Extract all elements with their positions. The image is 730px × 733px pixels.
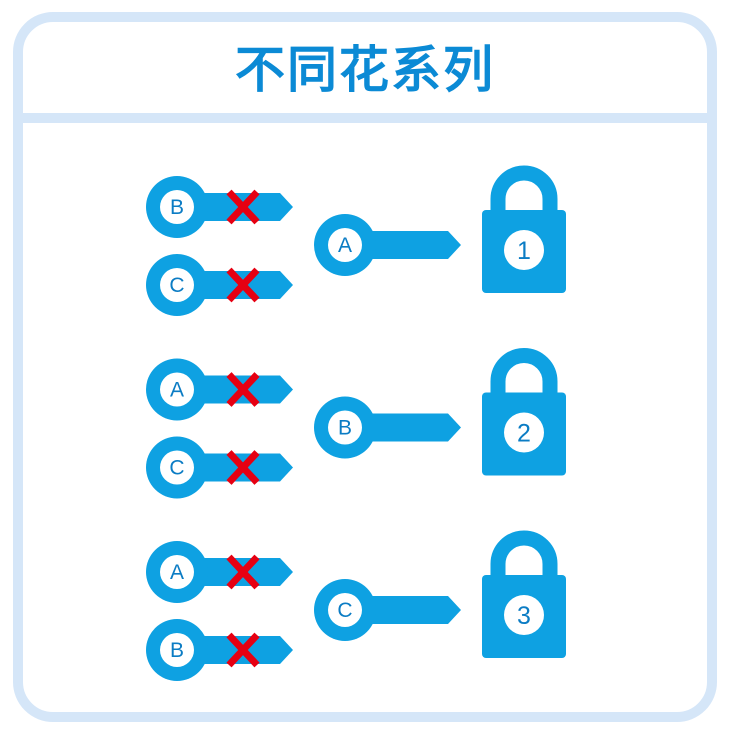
cross-icon [226,189,260,225]
lock-number-circle [504,412,544,453]
lock-number: 1 [517,237,531,265]
key-label-circle [160,633,194,667]
key-label: A [338,234,352,257]
key-label-circle [328,593,362,627]
lock-shackle [490,530,558,580]
lock-shackle [490,348,558,398]
cross-icon [226,554,260,590]
key-label: C [169,274,184,297]
wrong-key: B [146,176,293,238]
cross-icon [226,450,260,485]
cross-icon [226,372,260,407]
lock-number: 3 [517,602,531,630]
lock-number-circle [504,230,544,270]
page-title: 不同花系列 [235,41,495,99]
key-shaft [365,231,461,259]
key-label-circle [160,190,194,224]
key-label: B [338,417,352,440]
key-label-circle [160,450,194,485]
key-label-circle [160,268,194,302]
lock-shackle [490,165,558,215]
padlock-icon: 3 [482,530,566,658]
wrong-key: C [146,254,293,316]
key-label-circle [328,228,362,262]
correct-key: A [314,214,461,276]
wrong-key: A [146,541,293,603]
header-divider [18,113,712,123]
lock-number-circle [504,595,544,635]
correct-key: B [314,396,461,459]
key-label: B [170,639,184,662]
cross-icon [226,632,260,668]
key-label-circle [328,410,362,445]
key-label-circle [160,555,194,589]
wrong-key: A [146,358,293,421]
padlock-icon: 1 [482,165,566,293]
key-shaft [365,596,461,624]
card-frame [13,12,717,722]
correct-key: C [314,579,461,641]
wrong-key: B [146,619,293,681]
wrong-key: C [146,436,293,499]
key-label-circle [160,372,194,407]
key-label: C [337,599,352,622]
cross-icon [226,267,260,303]
key-label: A [170,379,184,402]
key-shaft [365,413,461,442]
padlock-icon: 2 [482,348,566,476]
key-label: C [169,457,184,480]
lock-number: 2 [517,420,531,448]
key-label: A [170,561,184,584]
key-label: B [170,196,184,219]
